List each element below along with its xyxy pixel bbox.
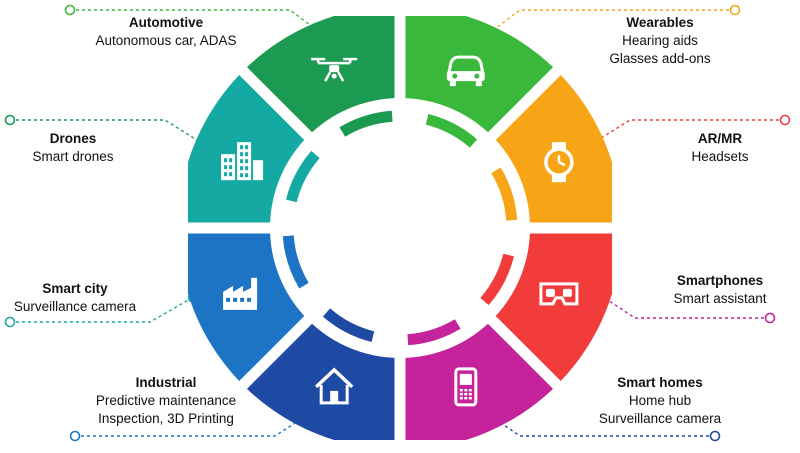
label-drones: Drones Smart drones bbox=[8, 130, 138, 166]
segment-title: Drones bbox=[49, 131, 97, 146]
segment-desc: Glasses add-ons bbox=[609, 51, 711, 66]
segment-title: Automotive bbox=[128, 15, 204, 30]
leader-ar-mr-endpoint bbox=[779, 114, 791, 126]
leader-drones-endpoint bbox=[4, 114, 16, 126]
inner-arc-smart-homes bbox=[322, 308, 375, 343]
vr-headset-icon bbox=[539, 282, 579, 306]
segment-desc: Inspection, 3D Printing bbox=[98, 411, 234, 426]
car-icon bbox=[446, 55, 485, 87]
segment-desc: Hearing aids bbox=[622, 33, 698, 48]
segment-title: AR/MR bbox=[697, 131, 743, 146]
label-smart-city: Smart city Surveillance camera bbox=[0, 280, 150, 316]
inner-arc-drones bbox=[339, 110, 393, 137]
leader-ar-mr bbox=[597, 119, 785, 141]
segment-desc: Headsets bbox=[691, 149, 749, 164]
segment-desc: Surveillance camera bbox=[598, 411, 722, 426]
leader-drones bbox=[10, 119, 201, 143]
label-smart-homes: Smart homes Home hub Surveillance camera bbox=[560, 374, 760, 428]
inner-arc-industrial bbox=[282, 235, 309, 289]
segment-smartphones bbox=[405, 323, 554, 440]
label-smartphones: Smartphones Smart assistant bbox=[645, 272, 795, 308]
segment-desc: Smart assistant bbox=[673, 291, 767, 306]
leader-smart-homes-endpoint bbox=[709, 430, 721, 442]
segment-desc: Autonomous car, ADAS bbox=[95, 33, 237, 48]
segment-desc: Predictive maintenance bbox=[95, 393, 237, 408]
leader-smartphones bbox=[599, 294, 770, 319]
buildings-icon bbox=[221, 142, 264, 181]
label-ar-mr: AR/MR Headsets bbox=[665, 130, 775, 166]
watch-icon bbox=[544, 142, 574, 183]
leader-industrial-endpoint bbox=[69, 430, 81, 442]
factory-icon bbox=[223, 277, 258, 310]
segment-ar-mr bbox=[495, 233, 612, 382]
segment-title: Industrial bbox=[135, 375, 197, 390]
label-industrial: Industrial Predictive maintenance Inspec… bbox=[46, 374, 286, 428]
inner-arc-smart-city bbox=[285, 150, 320, 203]
leader-smart-city-endpoint bbox=[4, 316, 16, 328]
inner-arc-ar-mr bbox=[480, 253, 515, 306]
segment-title: Smart city bbox=[42, 281, 108, 296]
inner-arc-wearables bbox=[491, 167, 518, 221]
drone-icon bbox=[311, 57, 358, 82]
leader-wearables-endpoint bbox=[729, 4, 741, 16]
house-icon bbox=[314, 367, 354, 405]
segment-desc: Smart drones bbox=[32, 149, 114, 164]
segment-drones bbox=[246, 16, 395, 133]
label-wearables: Wearables Hearing aids Glasses add-ons bbox=[560, 14, 760, 68]
inner-arc-automotive bbox=[425, 113, 478, 148]
segment-title: Wearables bbox=[626, 15, 694, 30]
label-automotive: Automotive Autonomous car, ADAS bbox=[46, 14, 286, 50]
segment-desc: Surveillance camera bbox=[13, 299, 137, 314]
leader-smartphones-endpoint bbox=[764, 312, 776, 324]
leader-smart-city bbox=[10, 297, 193, 323]
leader-automotive-endpoint bbox=[64, 4, 76, 16]
smartphone-icon bbox=[454, 367, 478, 407]
segment-title: Smart homes bbox=[617, 375, 703, 390]
segment-title: Smartphones bbox=[676, 273, 764, 288]
inner-arc-smartphones bbox=[407, 319, 461, 346]
segment-desc: Home hub bbox=[628, 393, 692, 408]
